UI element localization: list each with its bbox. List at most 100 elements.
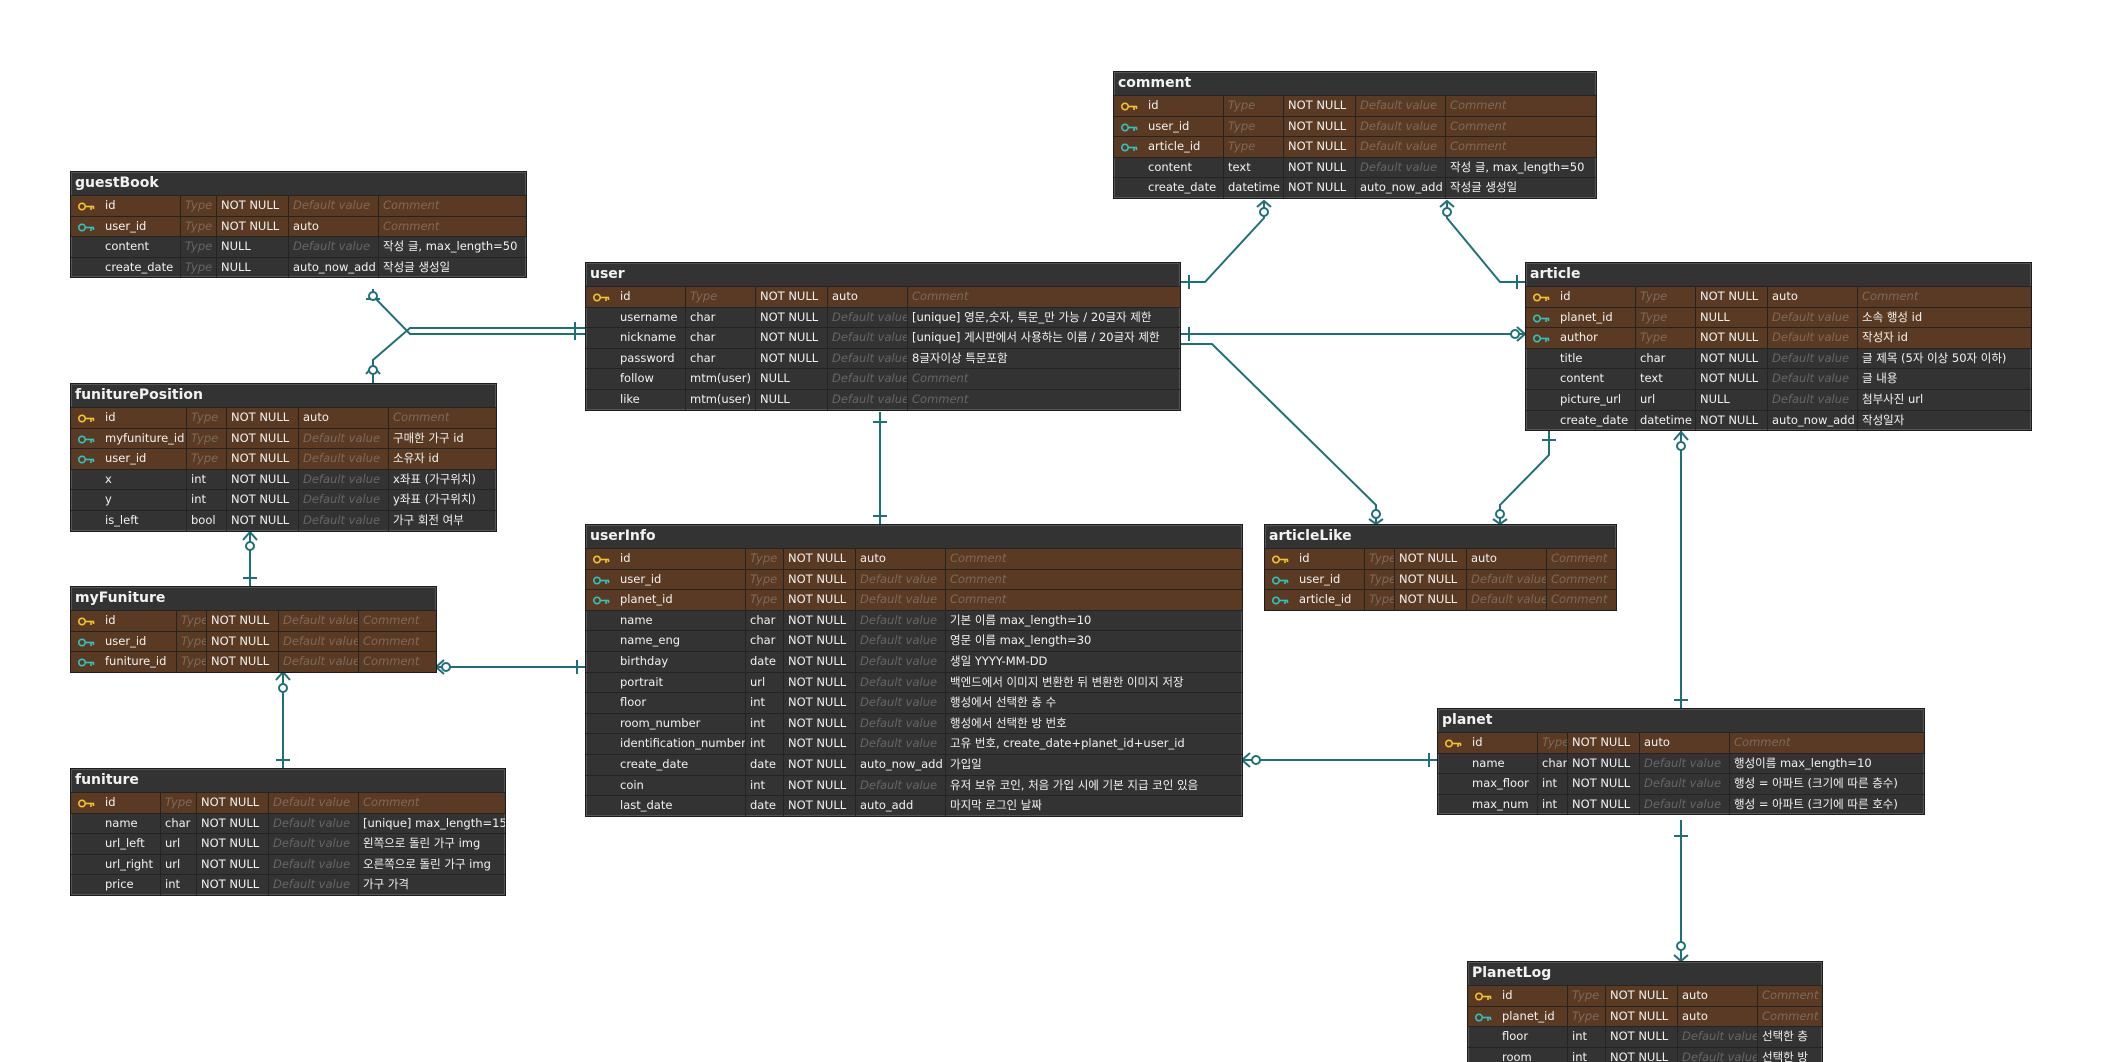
link-comment-article (1446, 201, 1525, 283)
nn-cell: NOT NULL (784, 610, 856, 631)
cm-placeholder: Comment (363, 654, 420, 669)
cm-cell: [unique] max_length=15 (363, 815, 505, 830)
name-cell: follow (616, 369, 686, 389)
primary-key-icon (78, 617, 95, 626)
entity-title: article (1530, 266, 1581, 282)
cm-cell: 영문 이름 max_length=30 (950, 633, 1092, 648)
nn-cell: NOT NULL (784, 631, 856, 651)
nn-cell: NOT NULL (227, 449, 299, 469)
dv-placeholder: Default value (828, 369, 908, 389)
dv-placeholder: Default value (856, 734, 946, 754)
name-cell: user_id (101, 449, 187, 469)
name-cell: max_num (1468, 794, 1538, 815)
key-cell (1526, 411, 1556, 431)
name-cell: nickname (616, 328, 686, 348)
key-cell (71, 875, 101, 895)
dv-placeholder: Default value (1467, 590, 1547, 610)
key-cell (586, 776, 616, 796)
name-cell: is_left (101, 510, 187, 531)
cm-cell: 작성 글, max_length=50 (383, 239, 518, 254)
cm-cell: 생일 YYYY-MM-DD (950, 653, 1048, 668)
type-placeholder: Type (187, 428, 227, 449)
cm-cell: 작성자 id (1862, 330, 1908, 345)
nn-cell: NOT NULL (756, 287, 828, 307)
dv-placeholder: Default value (856, 713, 946, 734)
nn-cell: NULL (1696, 389, 1768, 410)
type-cell: int (1538, 774, 1568, 794)
dv-placeholder: Default value (1356, 137, 1446, 157)
